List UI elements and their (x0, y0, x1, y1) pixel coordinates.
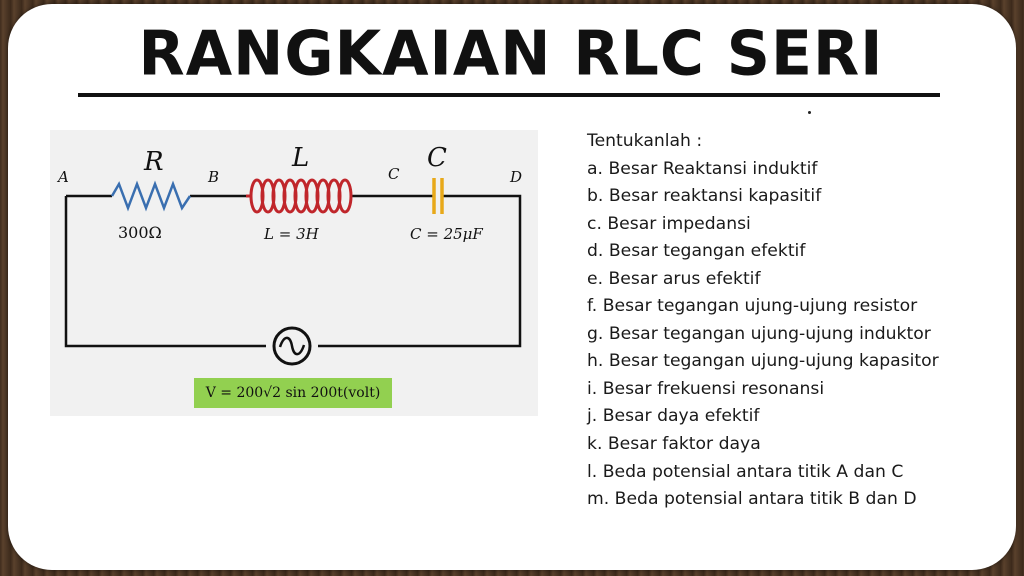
node-label-c: C (388, 165, 400, 183)
question-f: f. Besar tegangan ujung-ujung resistor (587, 296, 918, 317)
title-underline (78, 93, 940, 97)
resistor-value: 300Ω (118, 223, 162, 242)
inductor-symbol (246, 178, 353, 214)
node-label-a: A (56, 168, 69, 186)
question-b: b. Besar reaktansi kapasitif (587, 186, 822, 207)
stray-dot (808, 111, 811, 114)
capacitor-value: C = 25μF (410, 225, 483, 243)
question-d: d. Besar tegangan efektif (587, 241, 806, 262)
source-voltage-formula: V = 200√2 sin 200t(volt) (205, 385, 381, 401)
resistor-symbol-label: R (143, 147, 164, 177)
question-k: k. Besar faktor daya (587, 433, 761, 454)
questions-intro: Tentukanlah : (587, 131, 703, 151)
node-label-b: B (207, 168, 219, 186)
question-a: a. Besar Reaktansi induktif (587, 158, 818, 179)
wire-source-a (64, 196, 266, 348)
wire-c-d-source (318, 194, 522, 348)
resistor-symbol (110, 180, 192, 212)
question-l: l. Beda potensial antara titik A dan C (587, 461, 904, 482)
node-label-d: D (509, 168, 522, 186)
question-j: j. Besar daya efektif (587, 406, 760, 427)
question-i: i. Besar frekuensi resonansi (587, 378, 825, 399)
capacitor-symbol (432, 178, 444, 214)
circuit-svg: A B C D R L C 300Ω L = 3H C = 25μF (56, 143, 522, 366)
slide-board: RANGKAIAN RLC SERI (8, 4, 1016, 570)
formula-highlight (194, 378, 392, 408)
question-c: c. Besar impedansi (587, 213, 751, 234)
question-e: e. Besar arus efektif (587, 268, 761, 289)
question-list-panel: Tentukanlah : a. Besar Reaktansi indukti… (587, 128, 1007, 514)
circuit-wires (64, 194, 522, 348)
inductor-symbol-label: L (291, 143, 309, 173)
questions-list: a. Besar Reaktansi induktif b. Besar rea… (587, 156, 1007, 514)
question-g: g. Besar tegangan ujung-ujung induktor (587, 323, 931, 344)
capacitor-symbol-label: C (427, 143, 447, 173)
question-h: h. Besar tegangan ujung-ujung kapasitor (587, 351, 939, 372)
question-m: m. Beda potensial antara titik B dan D (587, 489, 917, 510)
circuit-diagram: A B C D R L C 300Ω L = 3H C = 25μF V = 2… (50, 130, 538, 416)
ac-source-symbol (272, 326, 312, 366)
inductor-value: L = 3H (263, 225, 320, 243)
slide-title: RANGKAIAN RLC SERI (138, 18, 884, 90)
